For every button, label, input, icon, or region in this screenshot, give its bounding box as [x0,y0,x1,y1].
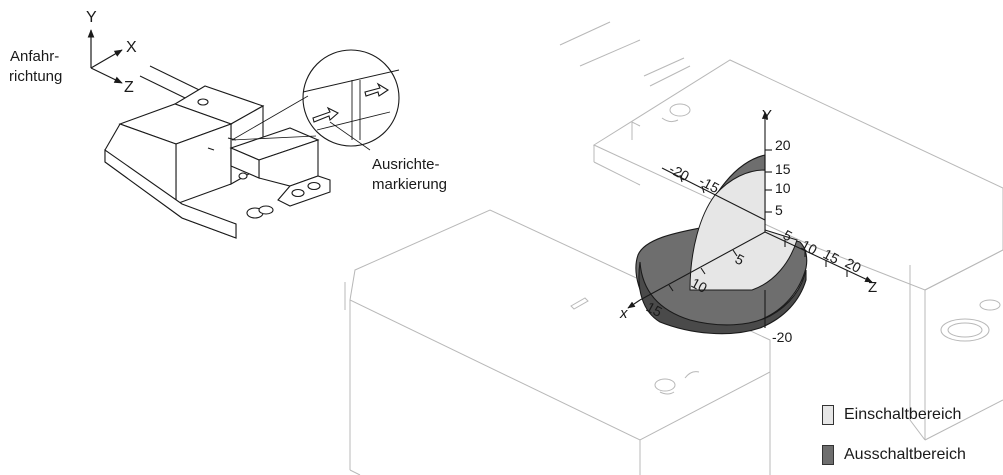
alignment-callout [231,49,400,147]
left-axis-y-label: Y [86,9,97,26]
x-axis-arrow [90,49,123,69]
z-axis-arrow [90,67,123,84]
right-x-axis [661,167,766,221]
left-actuator-block [229,127,331,207]
legend-swatch-switch-off [822,445,834,465]
legend-label-switch-on: Einschaltbereich [844,406,962,423]
right-axis-y-label: Y [762,107,772,124]
legend-item-switch-on: Einschaltbereich [822,405,961,425]
depth-tick-15: 15 [644,299,665,321]
right-axis-x-label: x [619,305,628,322]
left-coordinate-axes [87,29,123,84]
approach-direction-label-line1: Anfahr- [10,48,60,65]
y-tick-15: 15 [775,161,791,177]
z-tick-15: 15 [821,246,842,268]
right-depth-axis [639,231,766,301]
z-tick-20: 20 [843,255,864,277]
right-background-structure [344,21,1003,475]
left-axis-z-label: Z [124,79,134,96]
alignment-marking-label-line2: markierung [372,176,448,193]
legend-swatch-switch-on [822,405,834,425]
depth-tick-10: 10 [689,275,710,297]
switch-on-zone [689,169,798,291]
y-tick-20: 20 [775,137,791,153]
y-tick-5: 5 [775,202,783,218]
alignment-leader-line [329,121,371,151]
legend-label-switch-off: Ausschaltbereich [844,446,966,463]
right-axes [627,111,873,328]
left-axis-x-label: X [126,39,137,56]
z-tick-10: 10 [799,237,820,259]
approach-direction-label-line2: richtung [9,68,63,85]
y-tick-10: 10 [775,180,791,196]
y-tick-minus-20: -20 [772,329,792,345]
alignment-marking-label-line1: Ausrichte- [372,156,440,173]
legend-item-switch-off: Ausschaltbereich [822,445,966,465]
right-axis-z-label: Z [868,279,877,296]
right-z-axis [764,231,873,283]
